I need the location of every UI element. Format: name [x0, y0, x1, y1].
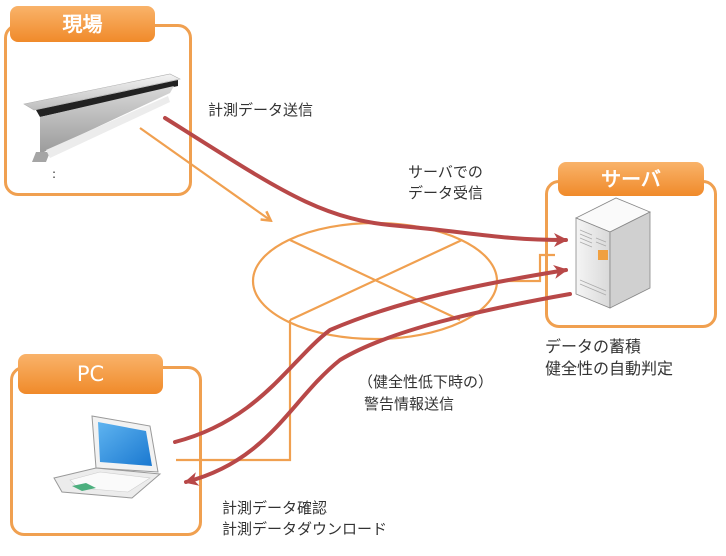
server-title: サーバ	[558, 162, 704, 196]
send-flow-arrow	[163, 116, 568, 247]
server-caption-line2: 健全性の自動判定	[545, 359, 674, 378]
site-link-arrow	[139, 127, 270, 220]
network-globe-icon	[176, 221, 555, 462]
pc-label-line1: 計測データ確認	[222, 499, 328, 517]
site-caption: :	[52, 167, 56, 181]
server-caption-line1: データの蓄積	[545, 337, 642, 356]
send-label: 計測データ送信	[208, 101, 314, 119]
pc-title: PC	[18, 354, 163, 394]
alert-label-line2: 警告情報送信	[364, 395, 455, 413]
site-title: 現場	[10, 6, 155, 42]
pc-label-line2: 計測データダウンロード	[222, 520, 388, 538]
alert-flow-arrow	[184, 292, 572, 486]
receive-label-line2: データ受信	[408, 184, 484, 202]
receive-label-line1: サーバでの	[408, 163, 483, 181]
pc-box	[10, 366, 202, 536]
server-tower-icon	[575, 197, 651, 309]
pc-request-flow-arrow	[173, 265, 568, 444]
laptop-icon	[53, 415, 162, 499]
alert-label-line1: （健全性低下時の）	[358, 373, 494, 391]
rail-beam-icon	[23, 73, 181, 162]
